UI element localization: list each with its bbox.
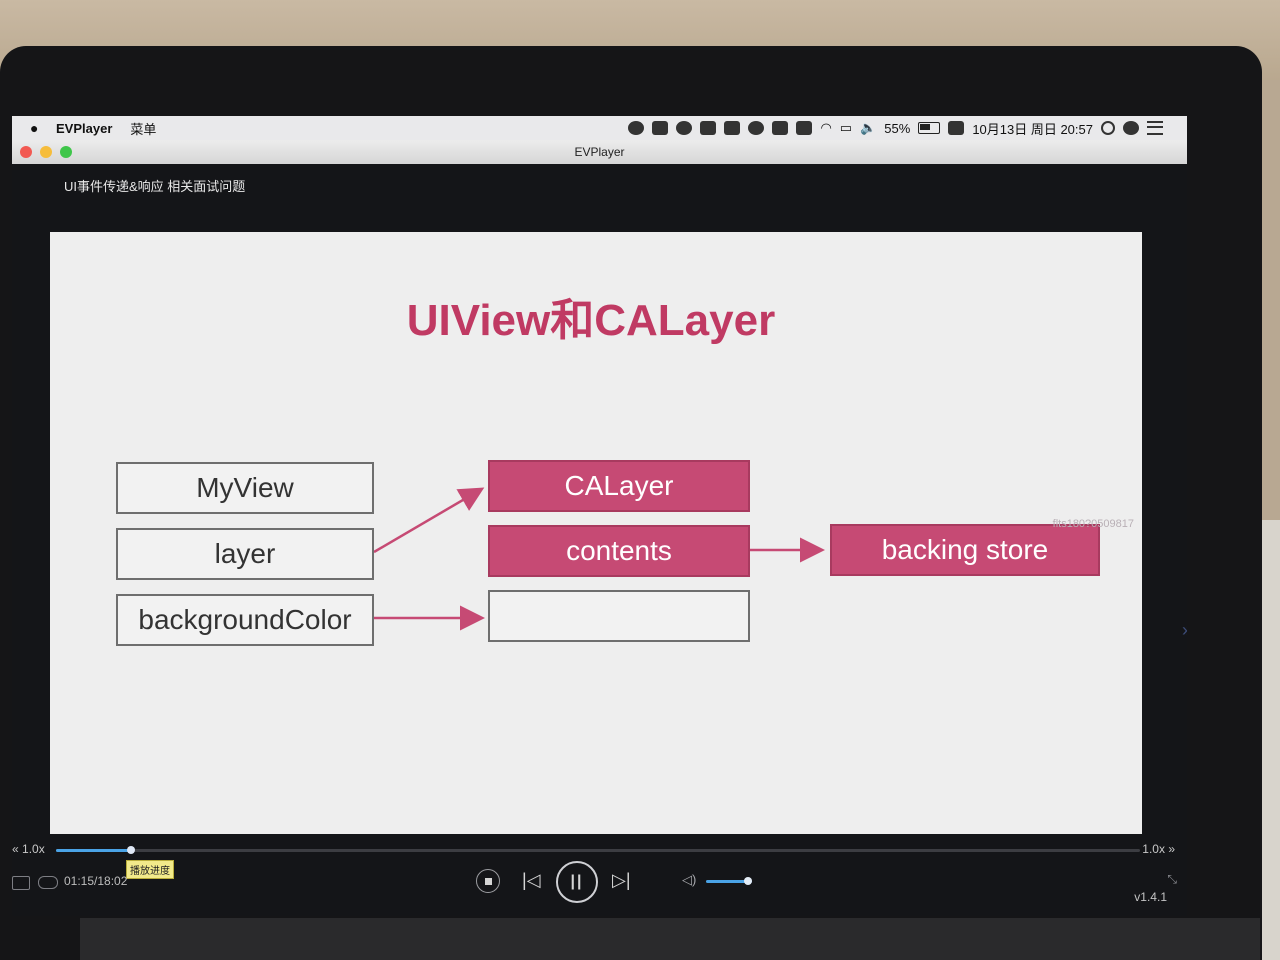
stop-button[interactable] — [476, 869, 500, 893]
video-area[interactable]: UI事件传递&响应 相关面试问题 UIView和CALayer MyView l… — [12, 164, 1187, 916]
mail-icon[interactable] — [652, 121, 669, 135]
evernote-icon[interactable] — [724, 121, 741, 135]
slide-arrows — [373, 487, 825, 631]
progress-fill — [56, 849, 131, 852]
clock-text[interactable]: 10月13日 周日 20:57 — [972, 121, 1093, 137]
menubar-app-name[interactable]: EVPlayer — [56, 120, 113, 136]
stop-icon — [484, 877, 492, 885]
minimize-window-button[interactable] — [40, 146, 52, 158]
speed-left-label: 1.0x — [22, 842, 45, 856]
mic-icon[interactable] — [772, 121, 789, 135]
speed-down-button[interactable]: « 1.0x — [12, 842, 45, 856]
grid-icon[interactable] — [796, 121, 813, 135]
speed-up-button[interactable]: 1.0x » — [1142, 842, 1175, 856]
progress-tooltip: 播放进度 — [126, 860, 174, 879]
box-layer: layer — [116, 528, 374, 580]
airplay-icon[interactable]: ▭ — [839, 120, 853, 135]
box-calayer: CALayer — [488, 460, 750, 512]
version-label: v1.4.1 — [1134, 890, 1167, 904]
window-title: EVPlayer — [574, 145, 625, 159]
volume-slider[interactable] — [706, 880, 752, 883]
folder-icon[interactable] — [12, 876, 30, 890]
box-backing-store: backing store — [830, 524, 1100, 576]
loop-icon[interactable] — [38, 876, 58, 889]
pause-button[interactable]: || — [556, 861, 598, 903]
pause-icon: || — [570, 873, 584, 890]
wechat-icon[interactable] — [628, 121, 645, 135]
box-myview: MyView — [116, 462, 374, 514]
progress-bar[interactable] — [56, 846, 1140, 854]
fullscreen-icon[interactable]: ⤡ — [1167, 872, 1177, 886]
volume-icon[interactable]: 🔈 — [860, 120, 877, 135]
sogou-icon[interactable] — [948, 121, 965, 135]
slide-content: UIView和CALayer MyView layer backgroundCo… — [50, 232, 1142, 834]
video-title: UI事件传递&响应 相关面试问题 — [64, 179, 246, 194]
window-controls — [20, 146, 72, 158]
menubar-tray: ◠ ▭ 🔈 55% 10月13日 周日 20:57 — [628, 119, 1187, 138]
speed-right-label: 1.0x — [1142, 842, 1165, 856]
qq-icon[interactable] — [676, 121, 693, 135]
watermark-text: flts180?0509817 — [1052, 518, 1134, 530]
time-display: 01:15/18:02 — [64, 874, 128, 888]
chevron-right-icon[interactable]: » — [1182, 620, 1187, 641]
speaker-icon[interactable]: ◁) — [682, 872, 697, 887]
progress-handle[interactable] — [126, 846, 135, 854]
box-backgroundcolor: backgroundColor — [116, 594, 374, 646]
laptop-screen: ● EVPlayer 菜单 ◠ ▭ 🔈 55% 10月13日 周日 20:57 — [12, 116, 1187, 916]
volume-handle[interactable] — [744, 877, 752, 885]
zoom-window-button[interactable] — [60, 146, 72, 158]
previous-button[interactable]: |◁ — [522, 870, 541, 891]
window-titlebar: EVPlayer — [12, 140, 1187, 164]
siri-icon[interactable] — [1123, 121, 1139, 135]
progress-row: « 1.0x 1.0x » — [12, 840, 1187, 862]
close-window-button[interactable] — [20, 146, 32, 158]
arrow-layer-to-calayer — [373, 487, 485, 554]
previous-icon: |◁ — [522, 870, 541, 890]
mac-menubar: ● EVPlayer 菜单 ◠ ▭ 🔈 55% 10月13日 周日 20:57 — [12, 116, 1187, 140]
emoji-icon[interactable] — [748, 121, 765, 135]
player-controls: 01:15/18:02 |◁ || ▷| ◁) ⤡ v1.4.1 — [12, 861, 1187, 914]
search-icon[interactable] — [1101, 121, 1115, 135]
next-icon: ▷| — [612, 870, 631, 890]
wifi-icon[interactable]: ◠ — [820, 120, 832, 135]
box-empty — [488, 590, 750, 642]
laptop-bottom-edge — [80, 918, 1260, 960]
battery-percent: 55% — [884, 120, 911, 136]
slide-title: UIView和CALayer — [406, 296, 776, 345]
battery-icon[interactable] — [918, 122, 941, 134]
menubar-menu[interactable]: 菜单 — [130, 121, 157, 137]
box-contents: contents — [488, 525, 750, 577]
apple-icon[interactable]: ● — [30, 120, 39, 136]
notification-list-icon[interactable] — [1147, 121, 1163, 135]
monitor-icon[interactable] — [700, 121, 717, 135]
next-button[interactable]: ▷| — [612, 870, 631, 891]
